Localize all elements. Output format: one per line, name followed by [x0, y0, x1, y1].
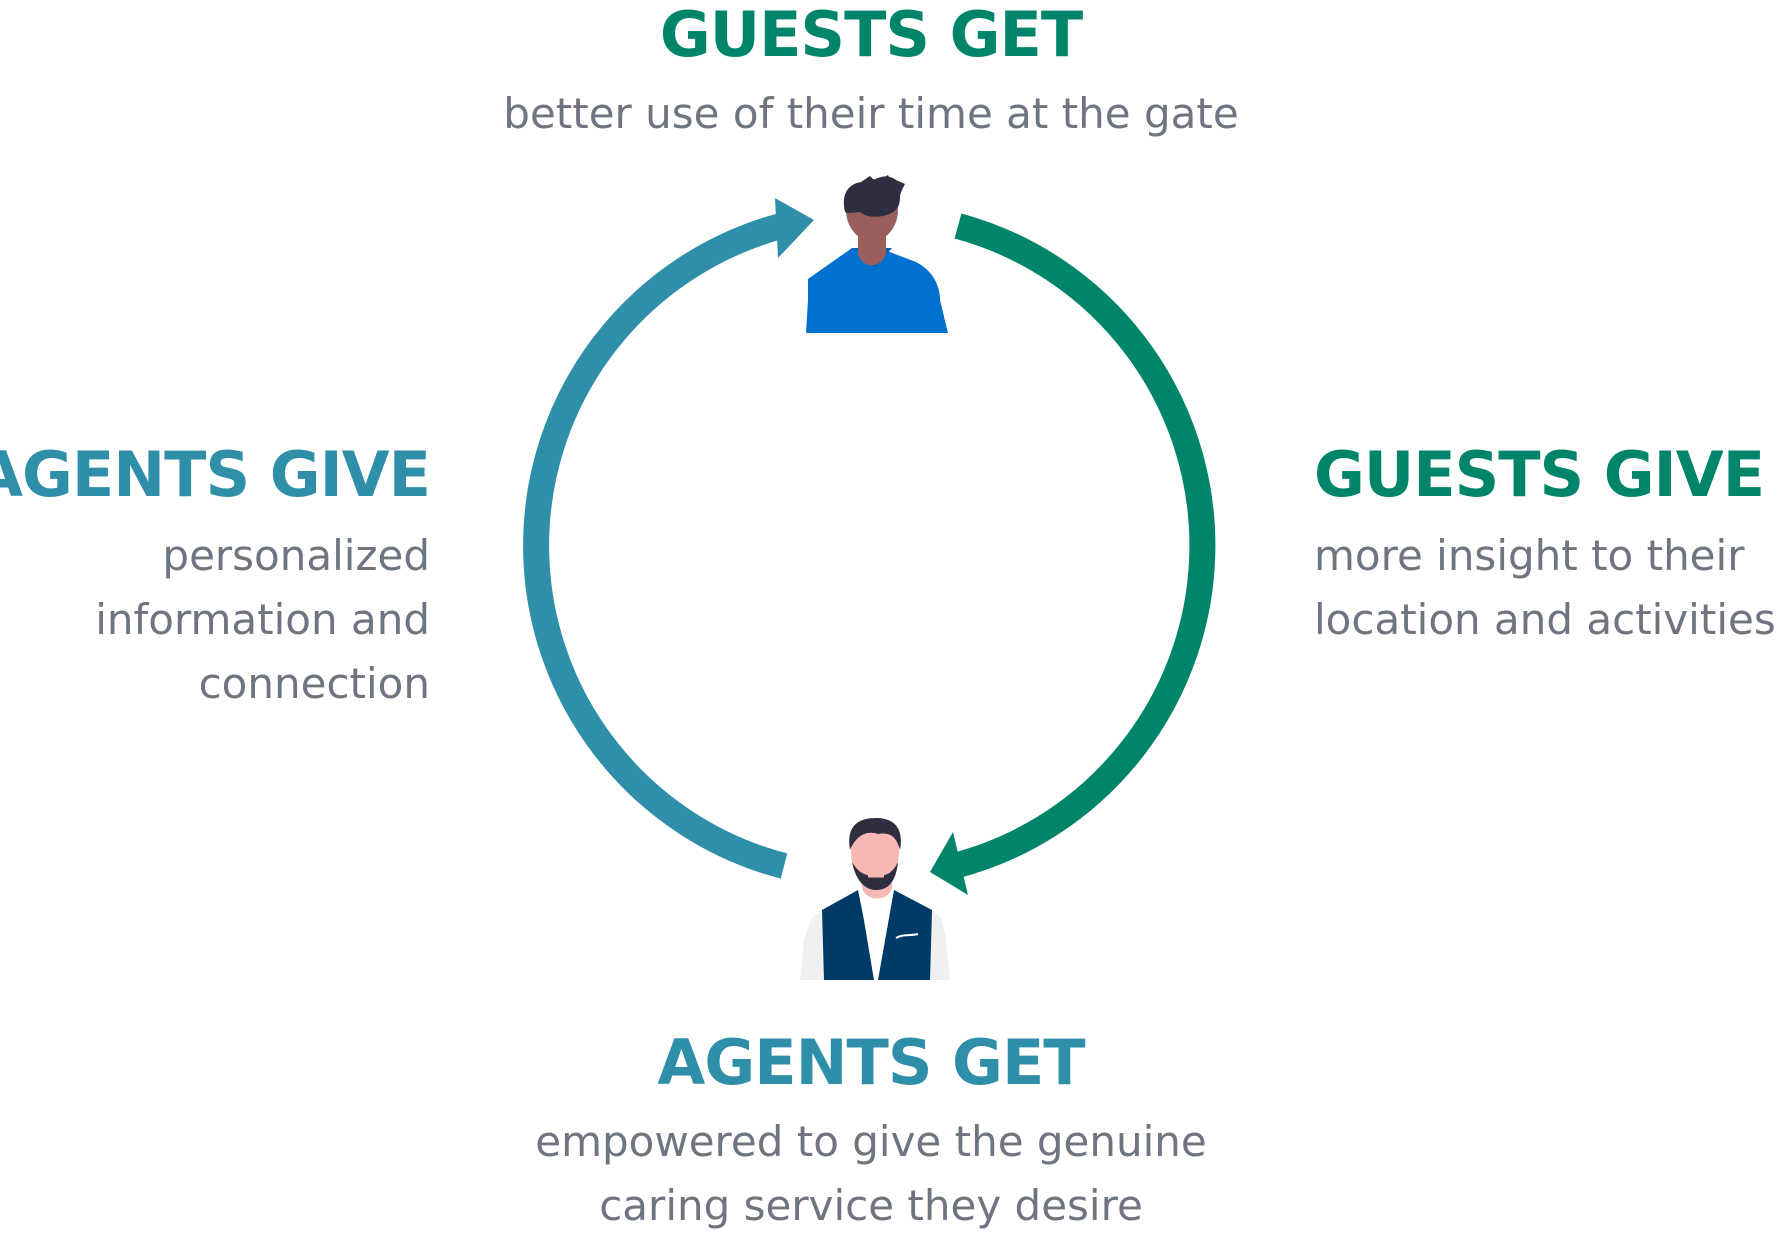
agent-person-icon [800, 818, 950, 981]
guests-give-line: location and activities [1314, 595, 1776, 644]
agents-give-line: connection [198, 659, 430, 708]
agents-get-line: caring service they desire [599, 1181, 1143, 1230]
teal-arc [523, 213, 788, 879]
agents-give-title: AGENTS GIVE [0, 438, 431, 511]
guests-get-description: better use of their time at the gate [0, 82, 1742, 146]
agents-get-description: empowered to give the genuine caring ser… [0, 1110, 1742, 1238]
agents-give-line: personalized [162, 531, 430, 580]
teal-arrowhead [775, 198, 814, 258]
agents-get-title: AGENTS GET [657, 1026, 1085, 1099]
guests-give-description: more insight to their location and activ… [1314, 524, 1776, 652]
green-arc [950, 213, 1216, 879]
agents-give-description: personalized information and connection [95, 524, 430, 716]
guests-give-line: more insight to their [1314, 531, 1745, 580]
guests-get-line: better use of their time at the gate [503, 89, 1239, 138]
green-arrowhead [930, 832, 968, 895]
guests-get-title: GUESTS GET [659, 0, 1083, 71]
guest-person-icon [806, 175, 948, 333]
guests-give-title: GUESTS GIVE [1314, 438, 1765, 511]
agents-get-line: empowered to give the genuine [535, 1117, 1207, 1166]
agents-give-line: information and [95, 595, 430, 644]
